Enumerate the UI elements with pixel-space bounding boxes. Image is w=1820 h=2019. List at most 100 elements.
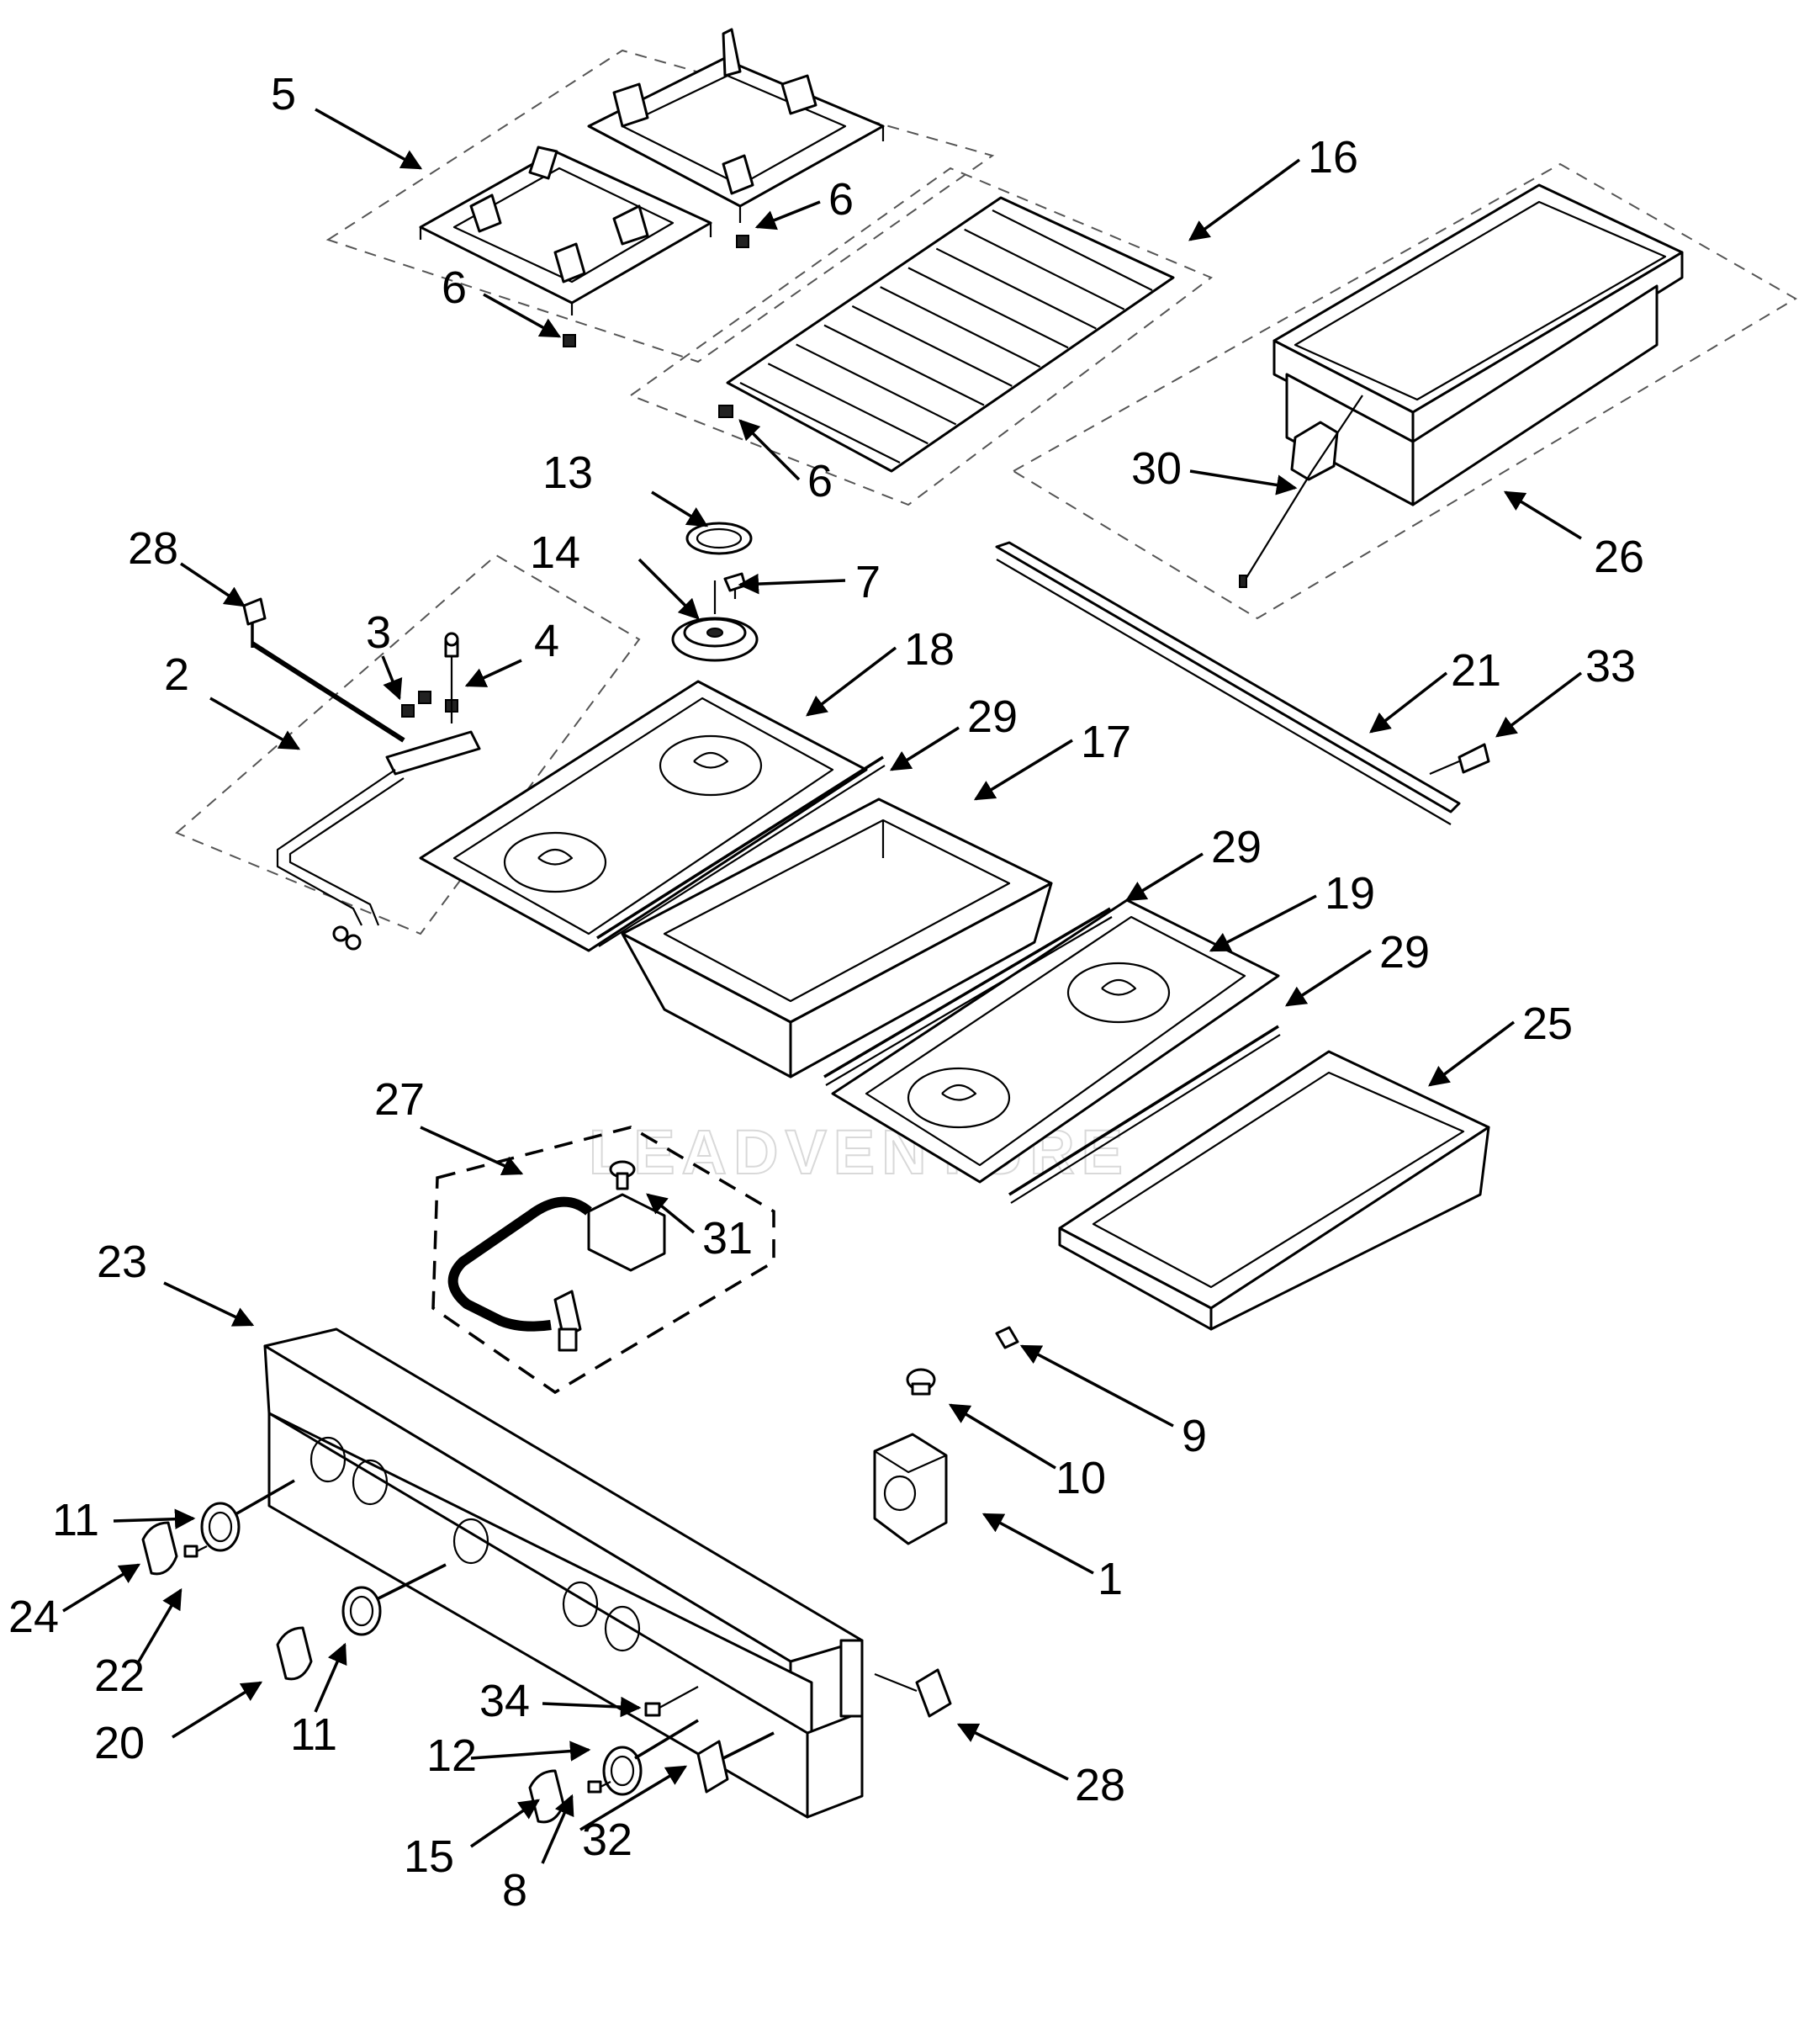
callout-9: 9	[1182, 1411, 1207, 1461]
callout-1: 1	[1098, 1554, 1123, 1604]
grill-pan	[621, 798, 1053, 1078]
control-knob-right	[528, 1769, 565, 1824]
leader-arrow	[420, 1126, 524, 1175]
leader-arrow	[113, 1508, 196, 1529]
callout-28a: 28	[128, 523, 178, 574]
burner-tray-left	[419, 680, 868, 952]
callout-22: 22	[94, 1651, 145, 1701]
leader-arrow	[948, 1403, 1056, 1470]
control-panel	[263, 1327, 864, 1819]
leader-arrow	[651, 490, 709, 527]
burner-grate-left	[419, 146, 712, 347]
callout-29c: 29	[1379, 927, 1430, 978]
panel-screw-small	[644, 1686, 699, 1717]
knob-bezel-left	[200, 1479, 295, 1552]
callout-6b: 6	[442, 262, 467, 313]
leader-arrow	[470, 1741, 591, 1762]
callout-27: 27	[374, 1074, 425, 1125]
knob-screw-right	[587, 1780, 611, 1794]
leader-arrow	[163, 1281, 255, 1327]
griddle-assembly	[1272, 183, 1684, 506]
leader-arrow	[381, 655, 403, 701]
valve-kit-outline	[431, 1126, 775, 1395]
grill-bar	[796, 343, 957, 426]
leader-arrow	[1189, 469, 1298, 495]
leader-arrow	[889, 726, 960, 771]
grill-bar	[935, 247, 1097, 330]
leader-arrow	[464, 659, 522, 687]
callout-24: 24	[8, 1592, 59, 1642]
valve-kit	[447, 1193, 666, 1352]
leader-arrow	[1503, 490, 1582, 540]
leader-arrow	[638, 558, 700, 620]
callout-5: 5	[271, 69, 296, 119]
grill-bar	[851, 305, 1013, 387]
leader-arrow	[1495, 671, 1583, 738]
grill-bar	[767, 363, 929, 445]
burner-grate-right	[587, 28, 885, 248]
leader-arrow	[172, 1681, 263, 1739]
leader-arrow	[754, 200, 821, 231]
grate-plane-outline	[325, 49, 995, 363]
callout-19: 19	[1325, 868, 1375, 919]
callout-8: 8	[502, 1865, 527, 1916]
grill-grate	[718, 196, 1175, 473]
burner-tray-right	[831, 898, 1280, 1184]
callout-34: 34	[479, 1676, 530, 1726]
grill-bar	[907, 267, 1069, 349]
callout-28b: 28	[1075, 1760, 1125, 1810]
callout-30: 30	[1131, 443, 1182, 494]
grill-bar	[739, 382, 901, 464]
leader-arrow	[981, 1513, 1094, 1575]
callout-4: 4	[534, 616, 559, 666]
callout-16: 16	[1308, 132, 1358, 183]
gas-rod	[242, 597, 405, 743]
leader-arrow	[541, 1794, 574, 1864]
grill-bar	[823, 324, 985, 406]
switch	[995, 1326, 1019, 1349]
callout-21: 21	[1451, 645, 1501, 696]
callout-29b: 29	[1211, 822, 1262, 872]
leader-arrow	[1019, 1344, 1174, 1428]
griddle-plane-outline	[1012, 162, 1797, 620]
leader-arrow	[470, 1799, 541, 1848]
callout-17: 17	[1081, 717, 1131, 767]
grill-bar	[964, 228, 1125, 310]
seal-strip-3	[1008, 1025, 1281, 1204]
callout-6c: 6	[807, 456, 833, 506]
callout-10: 10	[1055, 1453, 1106, 1503]
leader-arrow	[137, 1587, 183, 1662]
leader-arrows	[62, 108, 1583, 1864]
leader-arrow	[1124, 852, 1204, 902]
griddle-drip-pan	[1058, 1050, 1490, 1331]
burner-plane-outline	[175, 554, 641, 935]
leader-arrow	[738, 573, 846, 595]
knob-bezel-center	[341, 1563, 447, 1636]
knob-bezel-right	[602, 1719, 699, 1796]
leader-arrow	[1188, 158, 1301, 241]
callout-14: 14	[530, 527, 580, 578]
leader-arrow	[973, 739, 1073, 801]
callout-13: 13	[542, 448, 593, 498]
grill-bar	[992, 209, 1153, 291]
callout-25: 25	[1522, 999, 1573, 1049]
burner-tube	[276, 730, 481, 951]
burner-cap	[685, 522, 753, 555]
screw-set	[401, 691, 458, 718]
igniter-electrode	[444, 632, 459, 723]
seal-strip-1	[596, 755, 886, 947]
leader-arrow	[1209, 894, 1317, 952]
trim-screw	[1429, 743, 1490, 776]
control-module	[873, 1433, 948, 1545]
callout-3: 3	[366, 607, 391, 658]
leader-arrow	[1369, 671, 1448, 734]
valve-screw	[609, 1160, 636, 1190]
seal-strip-2	[823, 907, 1113, 1086]
callout-29a: 29	[967, 692, 1018, 742]
panel-bolt	[874, 1668, 952, 1718]
callout-11b: 11	[290, 1709, 337, 1760]
callout-20: 20	[94, 1718, 145, 1768]
leader-arrow	[62, 1563, 141, 1613]
control-knob-center	[276, 1626, 313, 1681]
